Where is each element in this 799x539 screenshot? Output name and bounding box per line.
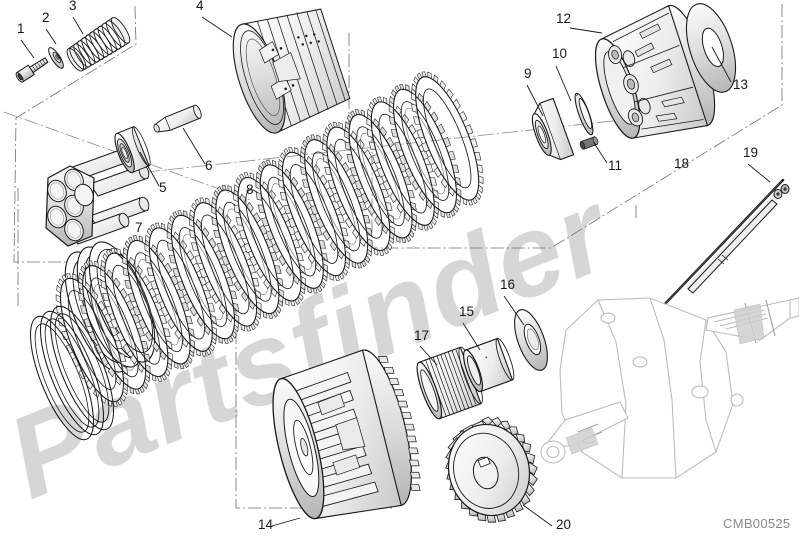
- callout-leader-15: [462, 322, 481, 351]
- callout-number-12: 12: [556, 11, 571, 26]
- callout-number-20: 20: [556, 517, 571, 532]
- crankshaft-shaded-collars: [565, 303, 765, 455]
- callout-leader-12: [569, 27, 603, 34]
- callout-number-14: 14: [258, 517, 274, 532]
- callout-number-4: 4: [196, 0, 204, 13]
- callout-number-1: 1: [17, 21, 25, 36]
- callout-leader-14: [271, 517, 301, 527]
- callout-number-19: 19: [743, 145, 758, 160]
- callout-leader-11: [593, 142, 608, 164]
- part-19-pushrod-end-pin: [686, 184, 790, 294]
- callout-leader-6: [182, 127, 206, 165]
- part-2-spring-cap-washer: [48, 47, 64, 69]
- callout-leader-2: [45, 28, 57, 45]
- part-6-clutch-pushrod-pin: [153, 104, 202, 133]
- part-7-spring-retainer-block: [45, 148, 150, 247]
- part-9-clutch-hub-nut: [531, 97, 575, 161]
- part-20-primary-drive-gear: [445, 416, 538, 523]
- part-14-clutch-housing-basket: [272, 349, 421, 520]
- callout-number-11: 11: [608, 158, 622, 173]
- part-12-clutch-hub: [594, 4, 716, 139]
- callout-leader-16: [503, 295, 525, 326]
- part-4-clutch-pressure-plate: [232, 8, 351, 134]
- part-13-thrust-washer: [685, 3, 737, 93]
- callout-leader-10: [555, 65, 572, 102]
- callout-number-6: 6: [205, 158, 213, 173]
- callout-leader-9: [526, 84, 544, 117]
- crankshaft-reference: [540, 297, 799, 479]
- part-5-ball-bearing: [114, 126, 151, 174]
- part-10-lock-washer: [574, 92, 594, 136]
- callout-leader-3: [72, 16, 84, 35]
- callout-leader-4: [201, 16, 233, 38]
- callout-number-13: 13: [733, 77, 748, 92]
- callout-number-9: 9: [524, 66, 532, 81]
- part-1-hex-socket-screw: [15, 57, 49, 83]
- callout-number-2: 2: [42, 10, 50, 25]
- part-17-needle-roller-bearing: [416, 346, 483, 420]
- callout-leader-5: [139, 151, 160, 187]
- part-16-flat-washer: [514, 309, 548, 371]
- part-15-spacer-bush: [463, 337, 515, 393]
- callout-number-16: 16: [500, 277, 515, 292]
- callout-number-3: 3: [69, 0, 77, 13]
- callout-number-5: 5: [159, 180, 167, 195]
- callout-number-17: 17: [414, 328, 429, 343]
- callout-number-18: 18: [674, 156, 689, 171]
- drawing-code: CMB00525: [723, 516, 790, 531]
- callout-number-7: 7: [135, 220, 143, 235]
- callout-number-8: 8: [246, 182, 254, 197]
- part-18-clutch-pushrod: [641, 178, 785, 329]
- callout-leader-17: [419, 345, 438, 366]
- callout-leader-20: [522, 504, 553, 527]
- callout-leader-1: [20, 39, 35, 59]
- callout-number-15: 15: [459, 304, 474, 319]
- part-11-dowel-pin: [579, 136, 599, 150]
- part-3-clutch-spring: [66, 16, 131, 72]
- callout-leader-13: [711, 46, 732, 83]
- callout-number-10: 10: [552, 46, 567, 61]
- callout-leader-19: [747, 163, 771, 183]
